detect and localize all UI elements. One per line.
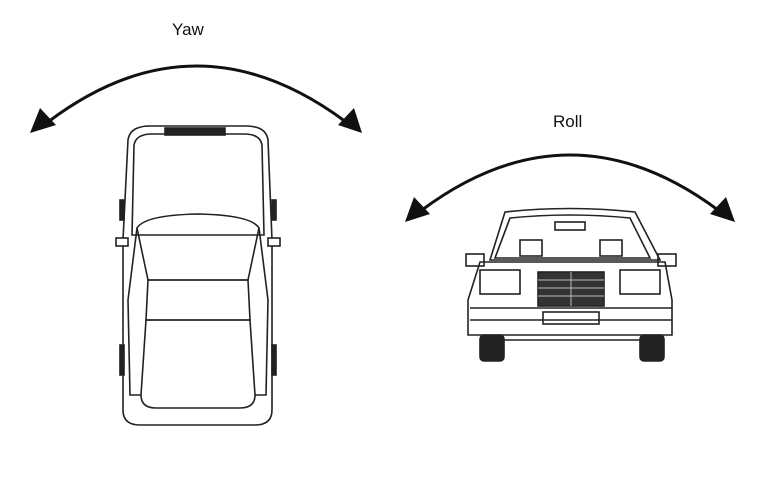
- roll-label: Roll: [553, 112, 583, 131]
- roll-arrow: [405, 153, 735, 222]
- car-top-view: [115, 125, 281, 426]
- yaw-arrow: [30, 64, 362, 133]
- car-front-view: [465, 207, 677, 362]
- yaw-label: Yaw: [172, 20, 204, 39]
